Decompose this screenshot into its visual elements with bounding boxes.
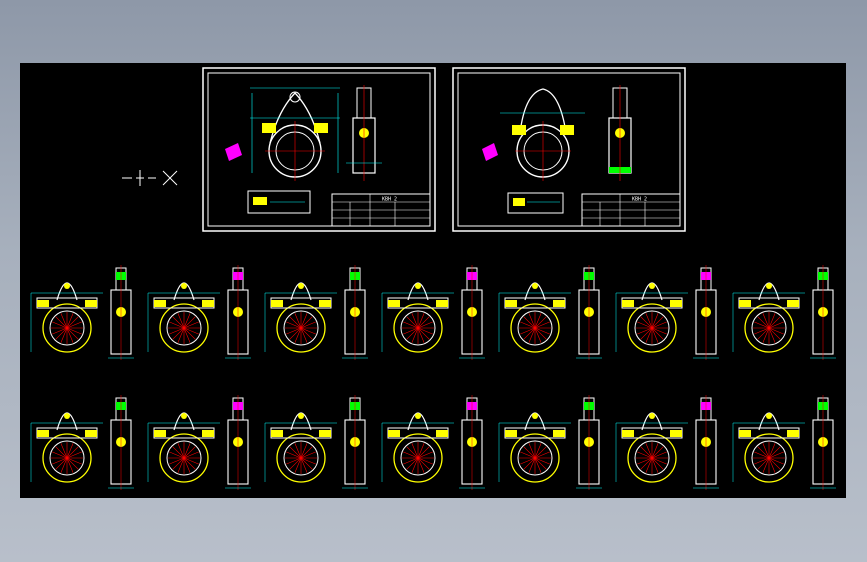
part-drawing[interactable] bbox=[147, 395, 251, 490]
cad-drawing-canvas: KBH 2 bbox=[30, 67, 836, 490]
part-drawing[interactable] bbox=[147, 265, 251, 360]
part-drawing[interactable] bbox=[381, 265, 485, 360]
part-drawing[interactable] bbox=[30, 395, 134, 490]
part-drawing[interactable] bbox=[264, 395, 368, 490]
sheet-1-side-view bbox=[346, 85, 382, 181]
cross-marks-icon bbox=[122, 170, 178, 186]
cad-viewport[interactable]: KBH 2 bbox=[20, 63, 846, 498]
part-drawing[interactable] bbox=[381, 395, 485, 490]
part-drawing[interactable] bbox=[498, 265, 602, 360]
sheet-2-title-block: KBH 2 bbox=[581, 193, 681, 227]
sheet-1-outer-frame bbox=[202, 67, 436, 232]
part-drawing[interactable] bbox=[615, 265, 719, 360]
parts-grid bbox=[30, 265, 836, 490]
part-drawing[interactable] bbox=[732, 395, 836, 490]
part-drawing[interactable] bbox=[498, 395, 602, 490]
sheet-1-title-block: KBH 2 bbox=[331, 193, 431, 227]
sheet-2-main-view bbox=[482, 88, 585, 214]
part-drawing[interactable] bbox=[615, 395, 719, 490]
sheet-2-outer-frame bbox=[452, 67, 686, 232]
part-drawing[interactable] bbox=[264, 265, 368, 360]
part-drawing[interactable] bbox=[30, 265, 134, 360]
sheet-2-inner-frame bbox=[457, 72, 681, 227]
sheet-1-main-view bbox=[225, 87, 340, 214]
sheet-2-side-view bbox=[608, 85, 632, 181]
sheet-1[interactable]: KBH 2 bbox=[202, 67, 436, 232]
part-drawing[interactable] bbox=[732, 265, 836, 360]
sheet-1-title-code: KBH 2 bbox=[382, 197, 397, 203]
sheet-1-inner-frame bbox=[207, 72, 431, 227]
sheet-2[interactable]: KBH 2 bbox=[452, 67, 686, 232]
sheet-2-title-code: KBH 2 bbox=[632, 197, 647, 203]
